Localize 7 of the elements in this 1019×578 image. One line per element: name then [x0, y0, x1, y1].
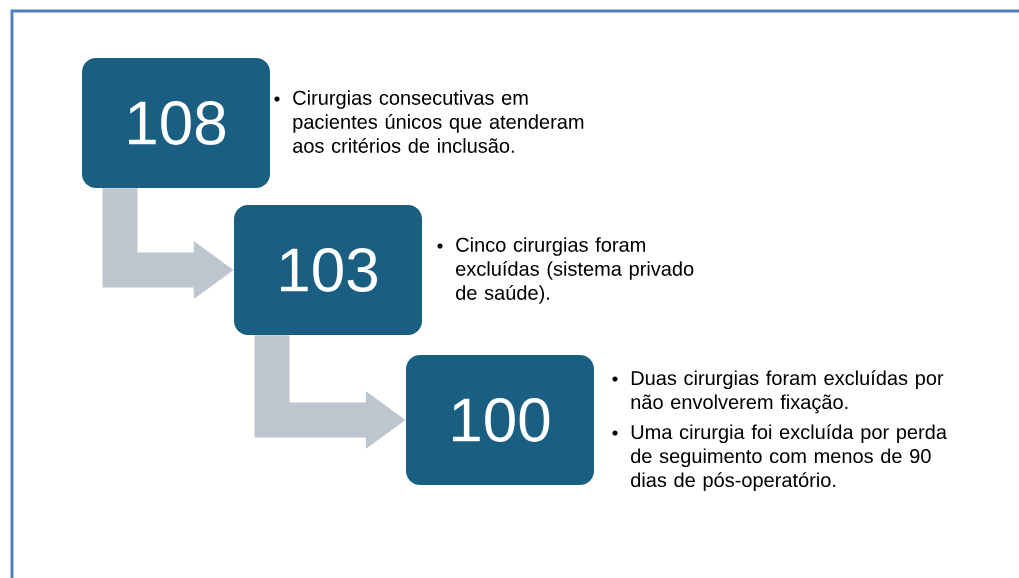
bullet-text: Cinco cirurgias foram excluídas (sistema privado de saúde). [437, 237, 694, 304]
bullet-text: Duas cirurgias foram excluídas por não envolverem fixação. [612, 370, 944, 414]
number-box: 103 [234, 205, 422, 335]
number-box: 108 [82, 58, 270, 188]
bullet-text: Cirurgias consecutivas em pacientes únicos que atenderam aos critérios de inclusão. [274, 90, 584, 153]
bullet-text: Uma cirurgia foi excluída por perda de seguimento com menos de 90 dias de pós-operatório. [612, 424, 947, 492]
number-box: 100 [406, 355, 594, 485]
